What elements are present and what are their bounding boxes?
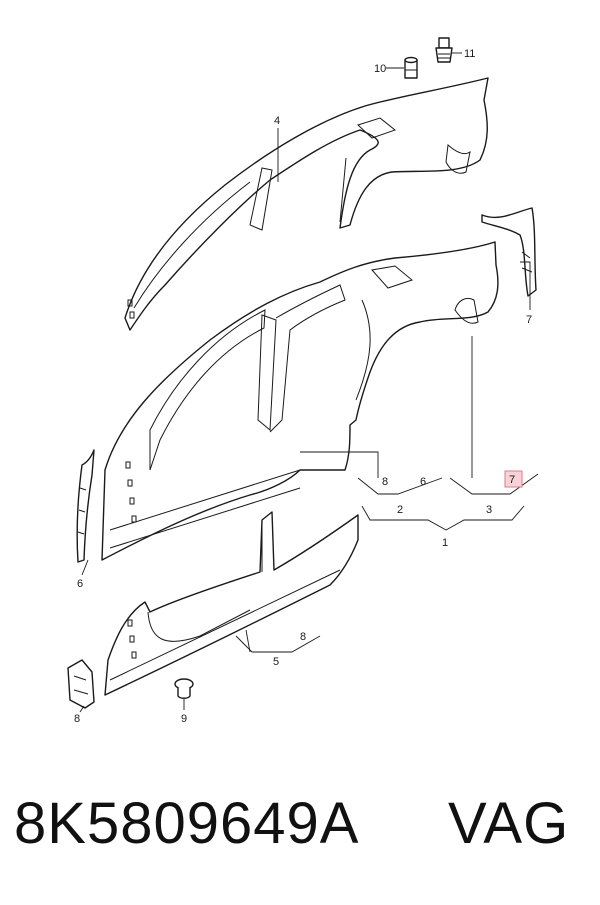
callout-8-sill: 8 — [300, 631, 306, 643]
callout-2: 2 — [397, 504, 403, 516]
callout-3: 3 — [486, 504, 492, 516]
part-9-plug — [174, 678, 194, 699]
part-2-3-main-side-panel — [101, 241, 499, 561]
callout-10: 10 — [374, 63, 386, 75]
part-5-sill-panel — [104, 511, 359, 696]
callout-1: 1 — [442, 537, 448, 549]
part-10-nut — [404, 56, 418, 79]
leader-lines — [79, 52, 539, 713]
footer: 8K5809649A VAG — [0, 790, 600, 880]
callout-6-bracket: 6 — [77, 578, 83, 590]
callout-5: 5 — [273, 656, 279, 668]
callout-8-assembly: 8 — [382, 476, 388, 488]
part-6-a-pillar-bracket — [76, 449, 95, 563]
callout-9: 9 — [181, 713, 187, 725]
callout-6-assembly: 6 — [420, 476, 426, 488]
callout-7-assembly: 7 — [509, 474, 515, 486]
callout-labels: 4 10 11 7 8 6 7 2 3 1 6 8 5 9 8 — [74, 48, 532, 725]
part-11-stud — [435, 37, 453, 63]
callout-7-bracket: 7 — [526, 314, 532, 326]
highlight-box-callout-7 — [504, 470, 523, 488]
callout-4: 4 — [274, 115, 280, 127]
brand-label: VAG — [448, 791, 570, 856]
callout-11: 11 — [464, 48, 475, 60]
part-number: 8K5809649A — [14, 791, 360, 856]
callout-8-bracket: 8 — [74, 713, 80, 725]
parts-diagram: 4 10 11 7 8 6 7 2 3 1 6 8 5 9 8 — [67, 37, 539, 725]
part-4-upper-side-panel — [124, 77, 489, 331]
part-8-lower-bracket — [67, 659, 95, 709]
